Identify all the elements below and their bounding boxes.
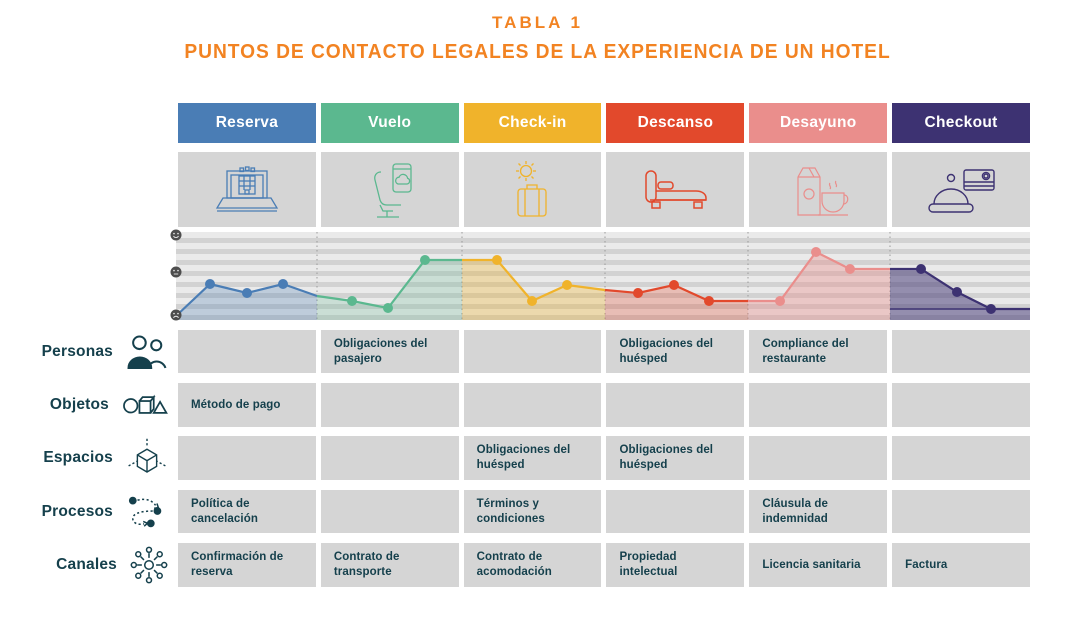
cell-objetos-vuelo <box>320 383 459 427</box>
cell-personas-descanso: Obligaciones del huésped <box>606 330 745 373</box>
cell-text: Confirmación de reserva <box>191 551 284 578</box>
stage-header-reserva: Reserva <box>178 103 316 143</box>
table-number: TABLA 1 <box>492 13 583 32</box>
laptop-hotel-booking-icon <box>215 165 279 212</box>
cell-espacios-reserva <box>178 436 316 480</box>
cell-espacios-checkin: Obligaciones del huésped <box>463 436 602 480</box>
cell-text: Contrato de acomodación <box>476 551 552 578</box>
stage-header-desayuno: Desayuno <box>749 103 888 143</box>
cell-procesos-checkin: Términos y condiciones <box>463 490 602 533</box>
row-objetos: Método de pago <box>178 383 1030 427</box>
cell-procesos-checkout <box>892 490 1030 533</box>
cell-espacios-desayuno <box>749 436 888 480</box>
row-label-canales: Canales <box>56 556 117 573</box>
suitcase-sun-icon <box>515 160 547 217</box>
vuelo-icon-cell <box>320 152 459 227</box>
row-personas: Obligaciones del pasajero Obligaciones d… <box>178 330 1030 373</box>
cell-personas-reserva <box>178 330 316 373</box>
cell-text: Obligaciones del huésped <box>476 444 571 471</box>
objects-shapes-icon <box>123 394 168 414</box>
row-header-canales: Canales <box>0 543 172 587</box>
channels-network-icon <box>130 546 168 584</box>
cell-text: Política de cancelación <box>191 497 258 525</box>
cell-espacios-vuelo <box>320 436 459 480</box>
cell-objetos-desayuno <box>749 383 888 427</box>
cell-personas-desayuno: Compliance del restaurante <box>749 330 888 373</box>
stage-header-checkout: Checkout <box>892 103 1030 143</box>
emotion-line-svg <box>175 232 1030 320</box>
stage-header-checkin: Check-in <box>463 103 602 143</box>
row-label-personas: Personas <box>41 342 113 360</box>
cell-text: Factura <box>905 558 948 571</box>
cell-text: Obligaciones del pasajero <box>333 337 428 365</box>
cell-procesos-descanso <box>606 490 745 533</box>
cell-text: Obligaciones del huésped <box>619 337 714 365</box>
cell-canales-descanso: Propiedad intelectual <box>606 543 745 587</box>
processes-path-icon <box>128 496 162 527</box>
emotion-chart <box>170 229 1030 321</box>
cell-canales-desayuno: Licencia sanitaria <box>749 543 888 587</box>
sad-face-icon <box>170 309 182 321</box>
cell-canales-vuelo: Contrato de transporte <box>320 543 459 587</box>
cell-text: Términos y condiciones <box>476 497 545 525</box>
row-procesos: Política de cancelación Términos y condi… <box>178 490 1030 533</box>
stage-icon-row <box>178 152 1030 227</box>
cell-personas-checkin <box>463 330 602 373</box>
row-label-procesos: Procesos <box>41 502 113 520</box>
cell-objetos-checkout <box>892 383 1030 427</box>
cell-text: Obligaciones del huésped <box>619 444 714 471</box>
cell-procesos-desayuno: Cláusula de indemnidad <box>749 490 888 533</box>
page-title: PUNTOS DE CONTACTO LEGALES DE LA EXPERIE… <box>184 41 891 63</box>
row-header-espacios: Espacios <box>0 436 172 480</box>
stage-header-row: Reserva Vuelo Check-in Descanso Desayuno… <box>178 103 1030 143</box>
stage-header-descanso: Descanso <box>606 103 745 143</box>
service-bell-card-icon <box>928 168 995 213</box>
cell-text: Propiedad intelectual <box>619 551 678 578</box>
cell-text: Contrato de transporte <box>333 551 400 578</box>
milk-coffee-icon <box>797 166 849 216</box>
checkout-icon-cell <box>892 152 1030 227</box>
cell-espacios-descanso: Obligaciones del huésped <box>606 436 745 480</box>
airplane-seat-phone-icon <box>373 162 412 218</box>
cell-text: Compliance del restaurante <box>762 337 849 365</box>
cell-text: Cláusula de indemnidad <box>762 497 828 525</box>
reserva-icon-cell <box>178 152 316 227</box>
row-canales: Confirmación de reserva Contrato de tran… <box>178 543 1030 587</box>
checkin-icon-cell <box>463 152 602 227</box>
bed-icon <box>645 169 708 209</box>
stage-header-vuelo: Vuelo <box>320 103 459 143</box>
cell-personas-vuelo: Obligaciones del pasajero <box>320 330 459 373</box>
row-espacios: Obligaciones del huésped Obligaciones de… <box>178 436 1030 480</box>
cell-text: Licencia sanitaria <box>762 558 861 571</box>
cell-canales-checkout: Factura <box>892 543 1030 587</box>
row-label-objetos: Objetos <box>49 396 109 413</box>
desayuno-icon-cell <box>749 152 888 227</box>
row-label-espacios: Espacios <box>43 449 113 466</box>
cell-objetos-descanso <box>606 383 745 427</box>
cell-canales-reserva: Confirmación de reserva <box>178 543 316 587</box>
cell-text: Método de pago <box>191 398 281 411</box>
cell-procesos-vuelo <box>320 490 459 533</box>
row-header-objetos: Objetos <box>0 383 172 427</box>
happy-face-icon <box>170 229 182 241</box>
cell-objetos-checkin <box>463 383 602 427</box>
cell-personas-checkout <box>892 330 1030 373</box>
descanso-icon-cell <box>606 152 745 227</box>
cell-canales-checkin: Contrato de acomodación <box>463 543 602 587</box>
people-icon <box>127 334 167 369</box>
spaces-cube-icon <box>128 438 166 473</box>
cell-procesos-reserva: Política de cancelación <box>178 490 316 533</box>
row-header-procesos: Procesos <box>0 490 172 533</box>
neutral-face-icon <box>170 266 182 278</box>
cell-espacios-checkout <box>892 436 1030 480</box>
row-header-personas: Personas <box>0 330 172 373</box>
cell-objetos-reserva: Método de pago <box>178 383 316 427</box>
